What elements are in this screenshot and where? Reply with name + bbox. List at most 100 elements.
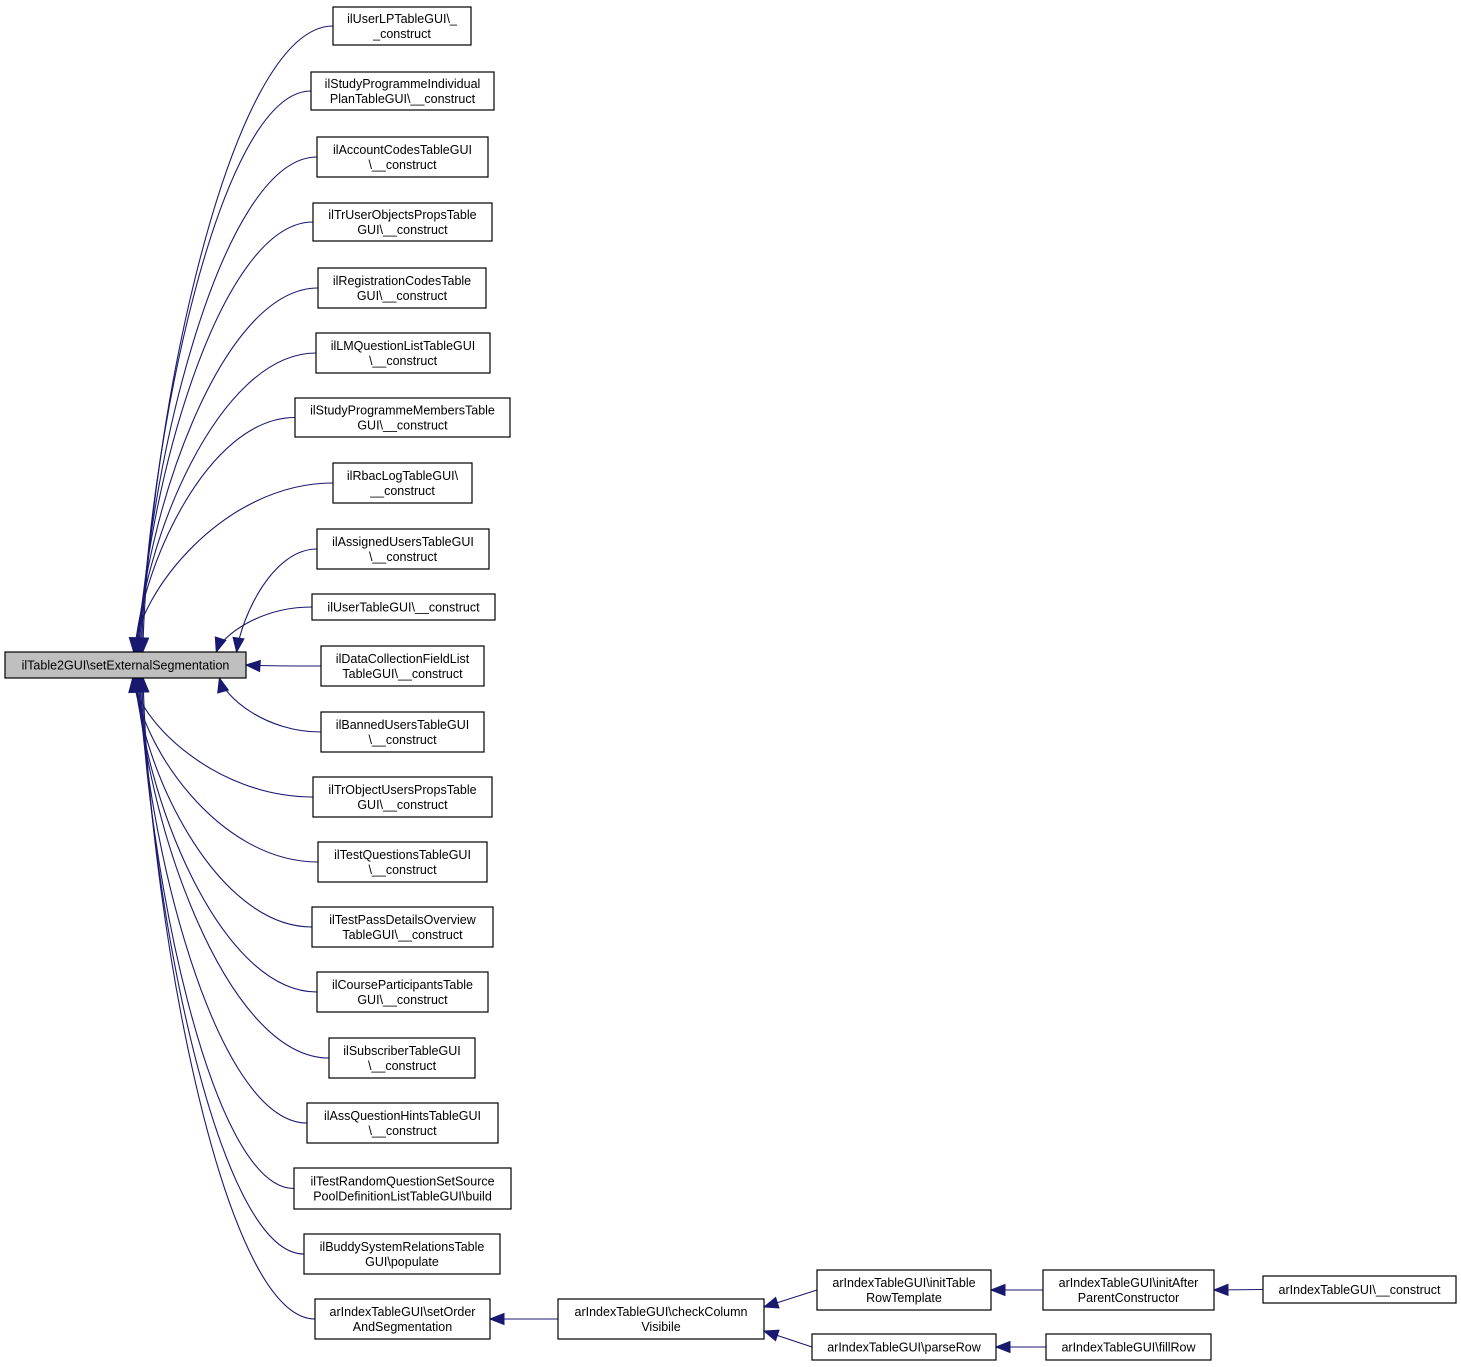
- node-label: ilTable2GUI\setExternalSegmentation: [22, 659, 230, 673]
- function-node[interactable]: ilUserLPTableGUI\__construct: [332, 6, 472, 46]
- call-edge: [133, 482, 334, 653]
- node-label: PoolDefinitionListTableGUI\build: [313, 1190, 492, 1204]
- function-node[interactable]: ilLMQuestionListTableGUI\__construct: [315, 332, 491, 374]
- node-label: GUI\__construct: [357, 289, 448, 303]
- node-box: [816, 1269, 992, 1311]
- node-label: __construct: [369, 484, 435, 498]
- node-label: ParentConstructor: [1078, 1291, 1179, 1305]
- node-label: \__construct: [368, 733, 437, 747]
- node-box: [1042, 1269, 1215, 1311]
- node-box: [1262, 1275, 1457, 1304]
- call-edge: [135, 677, 318, 993]
- node-label: \__construct: [368, 1059, 437, 1073]
- node-box: [316, 528, 490, 570]
- function-node[interactable]: ilTestPassDetailsOverviewTableGUI\__cons…: [311, 906, 494, 948]
- function-node[interactable]: ilAccountCodesTableGUI\__construct: [316, 136, 489, 178]
- node-label: \__construct: [369, 354, 438, 368]
- node-box: [317, 841, 488, 883]
- arrowhead: [762, 1329, 780, 1342]
- function-node[interactable]: ilSubscriberTableGUI\__construct: [328, 1037, 476, 1079]
- call-edge: [215, 606, 313, 653]
- node-box: [310, 71, 495, 111]
- function-node[interactable]: ilAssignedUsersTableGUI\__construct: [316, 528, 490, 570]
- node-box: [332, 6, 472, 46]
- node-label: ilCourseParticipantsTable: [332, 978, 473, 992]
- node-box: [311, 593, 496, 621]
- node-box: [293, 1167, 512, 1210]
- function-node[interactable]: ilBannedUsersTableGUI\__construct: [320, 711, 485, 753]
- call-edge: [136, 287, 319, 653]
- node-box: [1045, 1333, 1212, 1361]
- node-box: [320, 645, 485, 687]
- call-edge: [140, 90, 312, 653]
- node-label: arIndexTableGUI\initTable: [832, 1276, 975, 1290]
- arrowhead: [1212, 1283, 1229, 1297]
- node-box: [4, 651, 247, 679]
- edges-layer: [128, 25, 1264, 1354]
- node-label: ilRegistrationCodesTable: [333, 274, 471, 288]
- function-node[interactable]: ilTestQuestionsTableGUI\__construct: [317, 841, 488, 883]
- function-node[interactable]: ilAssQuestionHintsTableGUI\__construct: [306, 1102, 499, 1144]
- node-label: ilBannedUsersTableGUI: [336, 718, 469, 732]
- node-box: [303, 1233, 501, 1275]
- node-label: _construct: [372, 27, 431, 41]
- function-node[interactable]: ilStudyProgrammeMembersTableGUI\__constr…: [294, 397, 511, 438]
- function-node[interactable]: arIndexTableGUI\fillRow: [1045, 1333, 1212, 1361]
- node-label: PlanTableGUI\__construct: [330, 92, 476, 106]
- function-node[interactable]: arIndexTableGUI\parseRow: [811, 1333, 997, 1361]
- node-label: ilStudyProgrammeIndividual: [325, 77, 481, 91]
- arrowhead: [128, 637, 142, 654]
- arrowhead: [214, 636, 227, 654]
- arrowhead: [762, 1296, 780, 1309]
- function-node[interactable]: ilStudyProgrammeIndividualPlanTableGUI\_…: [310, 71, 495, 111]
- arrowhead: [994, 1340, 1011, 1354]
- arrowhead: [137, 676, 150, 693]
- node-box: [332, 462, 473, 504]
- node-box: [311, 906, 494, 948]
- node-box: [557, 1298, 765, 1340]
- node-box: [328, 1037, 476, 1079]
- node-label: \__construct: [368, 158, 437, 172]
- node-label: ilUserLPTableGUI\_: [347, 12, 458, 26]
- root-node[interactable]: ilTable2GUI\setExternalSegmentation: [4, 651, 247, 679]
- node-box: [294, 397, 511, 438]
- node-label: ilTestQuestionsTableGUI: [334, 848, 471, 862]
- function-node[interactable]: ilTestRandomQuestionSetSourcePoolDefinit…: [293, 1167, 512, 1210]
- node-label: ilAccountCodesTableGUI: [333, 143, 472, 157]
- call-edge: [138, 677, 308, 1124]
- node-label: ilAssignedUsersTableGUI: [332, 535, 474, 549]
- node-label: GUI\__construct: [357, 798, 448, 812]
- call-edge: [135, 352, 317, 653]
- node-label: arIndexTableGUI\checkColumn: [575, 1305, 748, 1319]
- node-label: Visibile: [641, 1320, 680, 1334]
- node-label: AndSegmentation: [353, 1320, 452, 1334]
- nodes-layer: ilTable2GUI\setExternalSegmentation ilUse…: [4, 6, 1457, 1361]
- node-label: GUI\__construct: [357, 223, 448, 237]
- node-box: [306, 1102, 499, 1144]
- function-node[interactable]: ilRbacLogTableGUI\__construct: [332, 462, 473, 504]
- node-box: [312, 776, 493, 818]
- node-label: arIndexTableGUI\setOrder: [330, 1305, 476, 1319]
- arrowhead: [217, 676, 230, 694]
- function-node[interactable]: ilDataCollectionFieldListTableGUI\__cons…: [320, 645, 485, 687]
- node-label: ilBuddySystemRelationsTable: [320, 1240, 485, 1254]
- node-label: arIndexTableGUI\__construct: [1279, 1283, 1441, 1297]
- call-edge: [142, 25, 334, 653]
- arrowhead: [244, 659, 261, 673]
- node-label: arIndexTableGUI\initAfter: [1059, 1276, 1199, 1290]
- node-box: [320, 711, 485, 753]
- function-node[interactable]: arIndexTableGUI\__construct: [1262, 1275, 1457, 1304]
- node-label: TableGUI\__construct: [342, 928, 463, 942]
- function-node[interactable]: arIndexTableGUI\initAfterParentConstruct…: [1042, 1269, 1215, 1311]
- call-edge: [141, 677, 305, 1255]
- node-label: ilTrObjectUsersPropsTable: [328, 783, 476, 797]
- function-node[interactable]: ilUserTableGUI\__construct: [311, 593, 496, 621]
